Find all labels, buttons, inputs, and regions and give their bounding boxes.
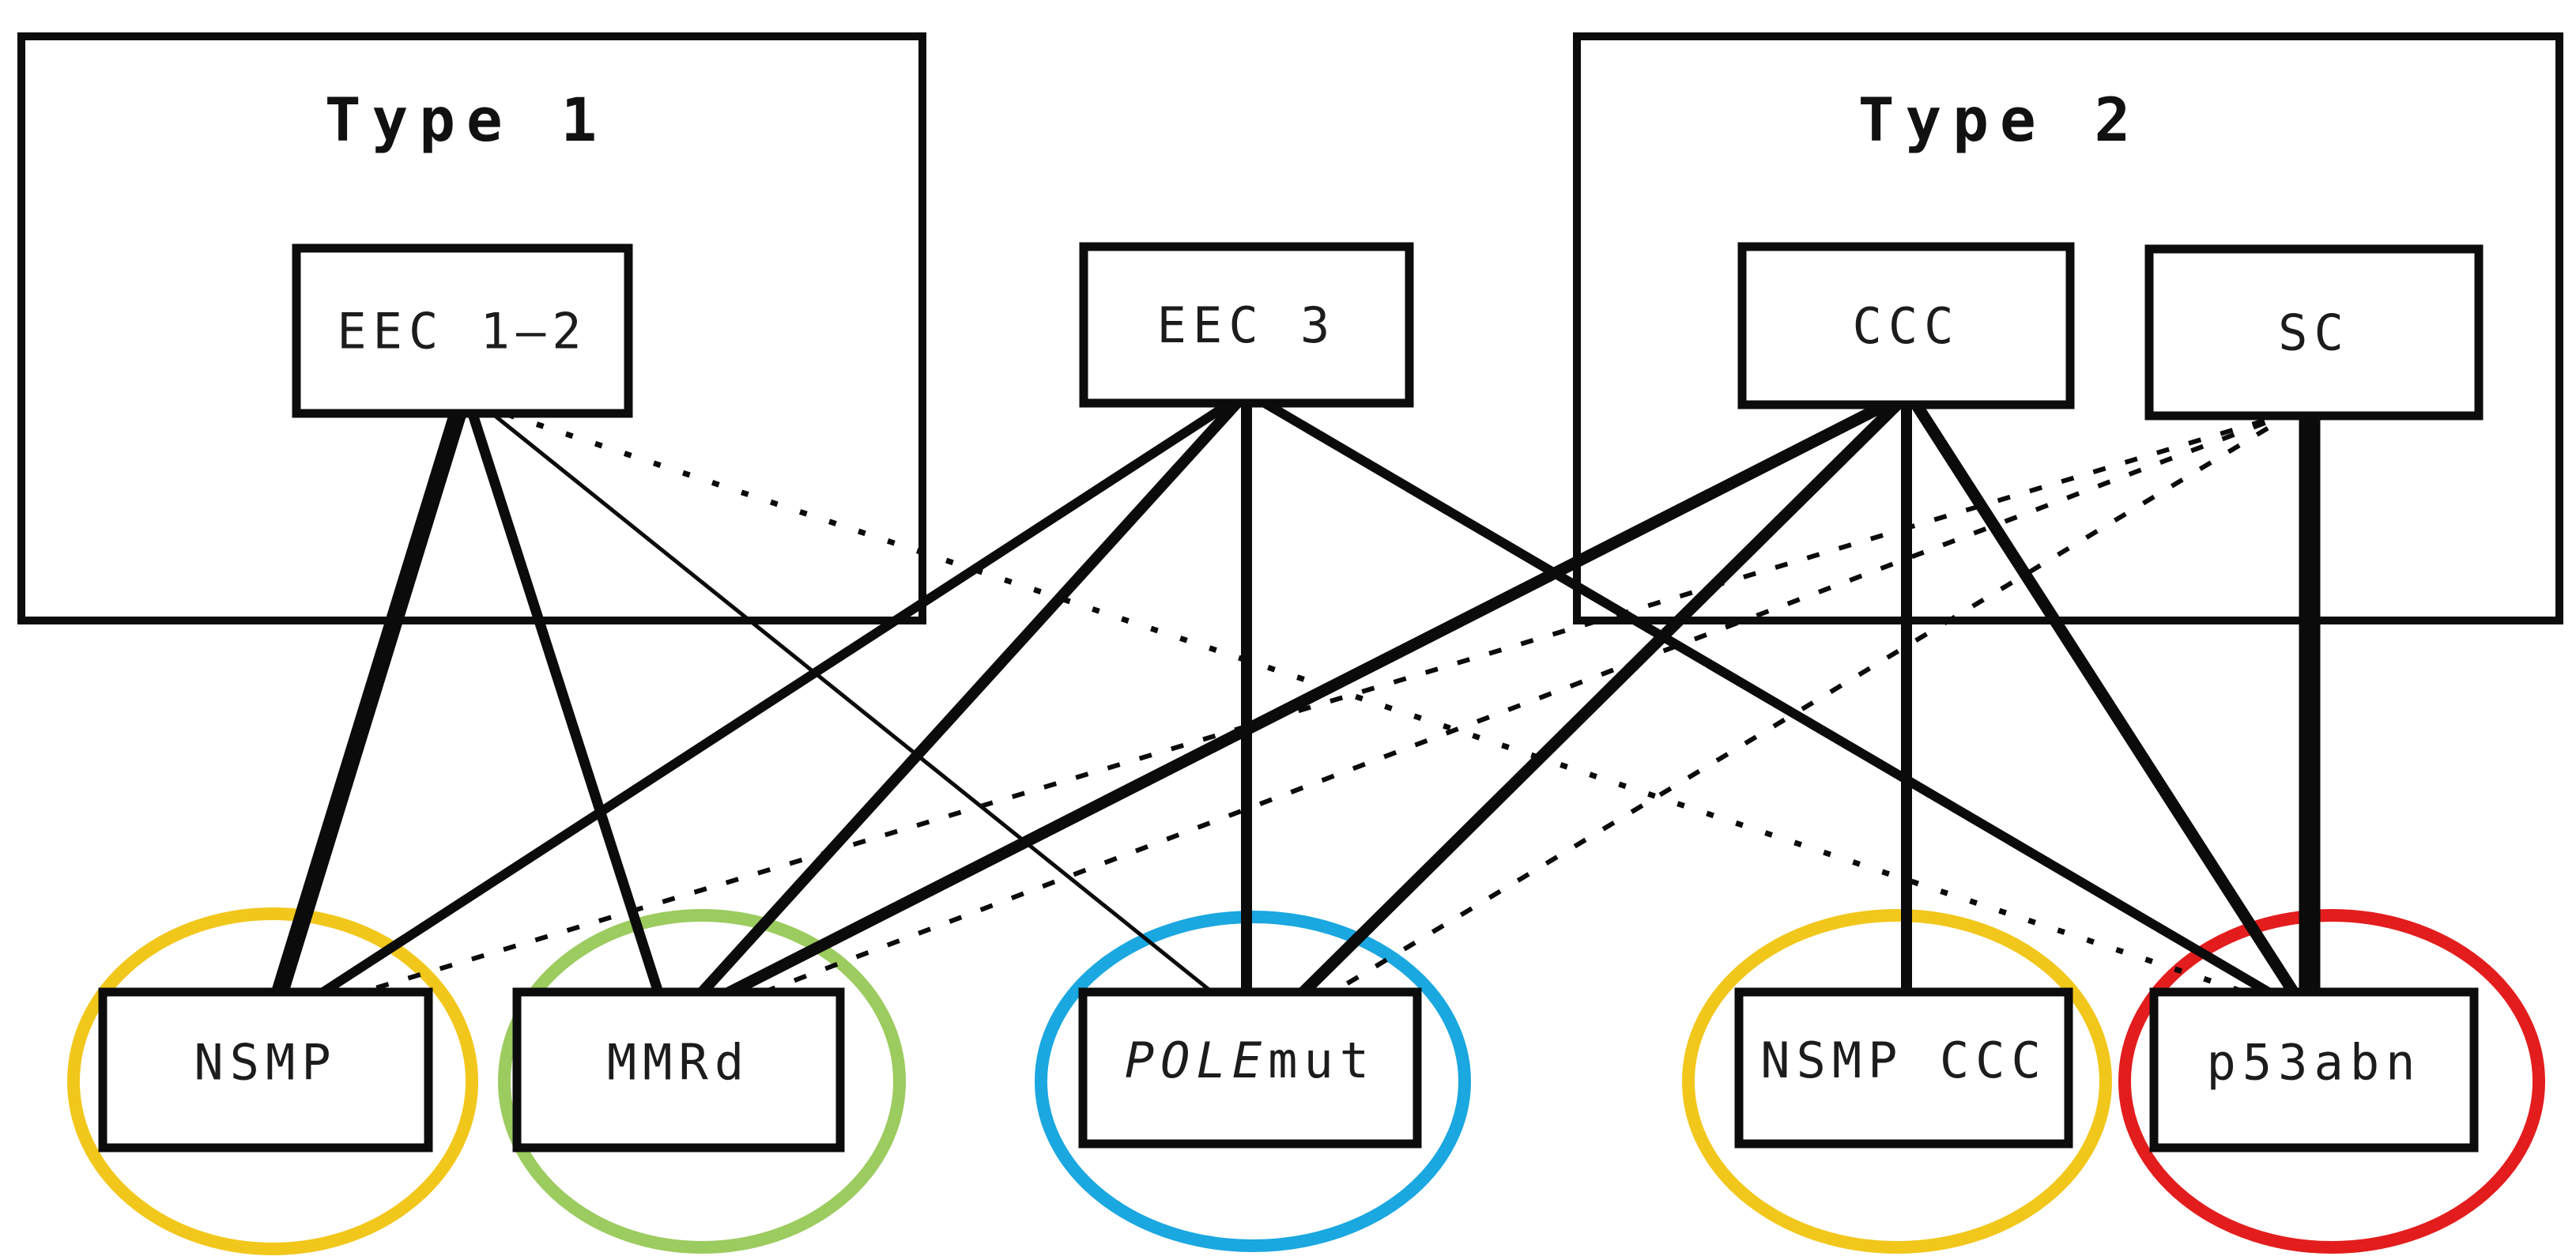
ellipse-nsmp (67, 907, 478, 1255)
node-polemut-label-part: POLE (1125, 1032, 1268, 1089)
node-nsmp-label: NSMP (194, 1034, 337, 1092)
edge-ccc-to-mmrd (716, 391, 1905, 1003)
node-eec3-label: EEC 3 (1157, 296, 1337, 354)
edge-eec12-to-nsmp (270, 396, 471, 1001)
edge-ccc-to-p53abn (1906, 393, 2303, 1002)
node-ccc-label: CCC (1853, 297, 1960, 355)
edge-sc-to-mmrd (748, 409, 2298, 1000)
node-polemut-box (1078, 987, 1422, 1149)
edge-eec3-to-mmrd (692, 391, 1249, 1002)
node-p53abn-box (2149, 987, 2479, 1152)
node-polemut-label: POLEmut (1125, 1032, 1375, 1089)
node-sc-box (2144, 244, 2484, 421)
edge-sc-to-polemut (1322, 409, 2298, 1000)
node-nsmpccc-label: NSMP CCC (1760, 1032, 2047, 1089)
edge-sc-to-nsmp (343, 409, 2297, 1000)
edge-ccc-to-polemut (1293, 392, 1910, 1002)
ellipse-mmrd (498, 909, 906, 1254)
edge-eec12-to-polemut (473, 398, 1220, 999)
node-ccc-box (1737, 242, 2075, 409)
edge-eec3-to-p53abn (1248, 390, 2281, 1002)
edge-eec12-to-p53abn (477, 402, 2262, 1001)
node-eec3-box (1079, 242, 1414, 408)
histotype-to-molecular-edges-layer (270, 390, 2321, 1003)
ellipse-polemut (1035, 911, 1471, 1252)
node-mmrd-box (512, 987, 845, 1152)
edge-eec3-to-nsmp (311, 390, 1246, 1002)
node-mmrd-label: MMRd (607, 1034, 750, 1092)
node-nsmp-box (98, 987, 433, 1152)
molecular-subtype-ellipses-layer (67, 907, 2545, 1255)
edge-eec12-to-mmrd (462, 398, 666, 999)
ellipse-p53abn (2118, 909, 2545, 1254)
node-labels-layer: EEC 1–2 EEC 3 CCC SC NSMP MMRd POLEmut NSMP CCC… (194, 296, 2422, 1092)
node-p53abn-label: p53abn (2207, 1034, 2422, 1092)
node-boxes-layer (98, 242, 2484, 1152)
type1-group-box (17, 32, 926, 624)
node-polemut-label-part: mut (1268, 1032, 1375, 1089)
node-eec12-box (292, 243, 633, 418)
node-nsmpccc-box (1734, 987, 2073, 1149)
type1-group-title: Type 1 (325, 85, 609, 155)
ellipse-nsmpccc (1682, 909, 2112, 1254)
node-sc-label: SC (2278, 304, 2350, 362)
node-eec12-label: EEC 1–2 (337, 303, 587, 360)
groups-layer: Type 1 Type 2 (17, 32, 2563, 624)
type2-group-title: Type 2 (1858, 85, 2142, 155)
type2-group-box (1573, 32, 2563, 624)
